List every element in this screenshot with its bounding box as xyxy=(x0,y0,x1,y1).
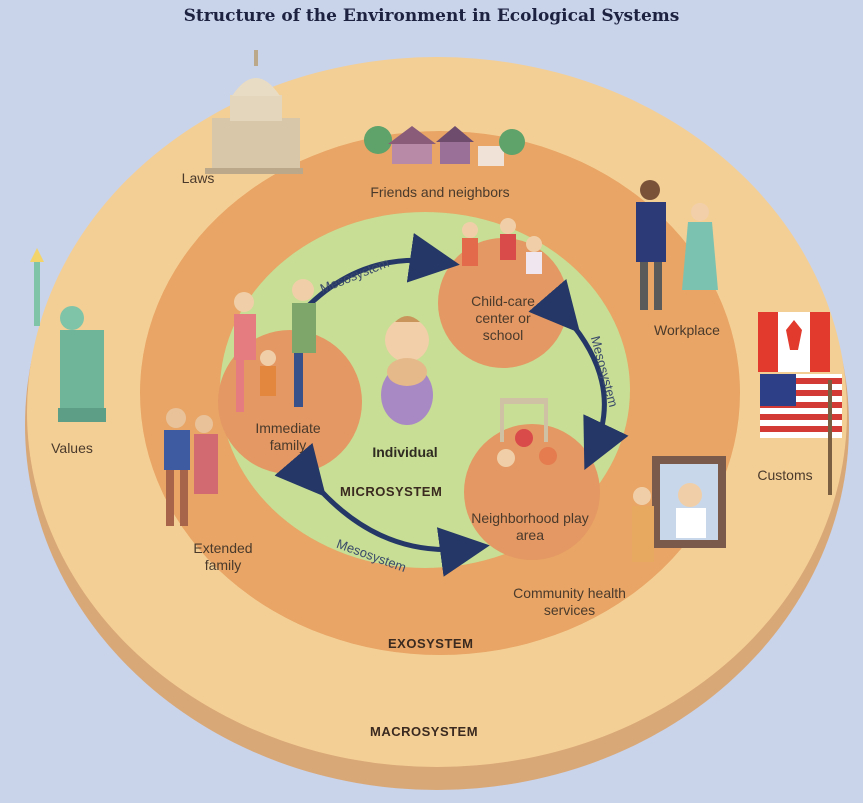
friends-neighbors-label: Friends and neighbors xyxy=(370,184,510,200)
immediate-family-label: Immediate family xyxy=(255,420,321,453)
macrosystem-label: MACROSYSTEM xyxy=(370,724,479,739)
neighborhood-play-label: Neighborhood play area xyxy=(471,510,589,543)
exosystem-label: EXOSYSTEM xyxy=(388,636,474,651)
immediate-family-circle xyxy=(218,330,362,474)
workplace-people-icon xyxy=(636,180,718,310)
capitol-building-icon xyxy=(205,50,303,174)
workplace-label: Workplace xyxy=(654,322,720,338)
flags-icon xyxy=(758,312,842,495)
page-title: Structure of the Environment in Ecologic… xyxy=(183,6,680,26)
play-area-children xyxy=(497,398,557,467)
extended-family-icon xyxy=(164,408,218,526)
neighborhood-houses-icon xyxy=(364,126,525,166)
statue-of-liberty-icon xyxy=(30,248,106,422)
microsystem-label: MICROSYSTEM xyxy=(340,484,443,499)
immediate-family-figures xyxy=(234,279,316,412)
individual-label: Individual xyxy=(372,444,438,460)
community-health-icon xyxy=(632,456,726,562)
child-care-children xyxy=(462,218,542,274)
extended-family-label: Extended family xyxy=(193,540,253,573)
mesosystem-arrow-right xyxy=(528,278,629,471)
laws-label: Laws xyxy=(181,170,215,186)
child-care-label: Child-care center or school xyxy=(471,293,535,343)
customs-label: Customs xyxy=(757,467,813,483)
individual-figure xyxy=(381,316,433,425)
mesosystem-arrow-bottom xyxy=(274,442,490,577)
values-label: Values xyxy=(51,440,93,456)
community-health-label: Community health services xyxy=(513,585,626,618)
